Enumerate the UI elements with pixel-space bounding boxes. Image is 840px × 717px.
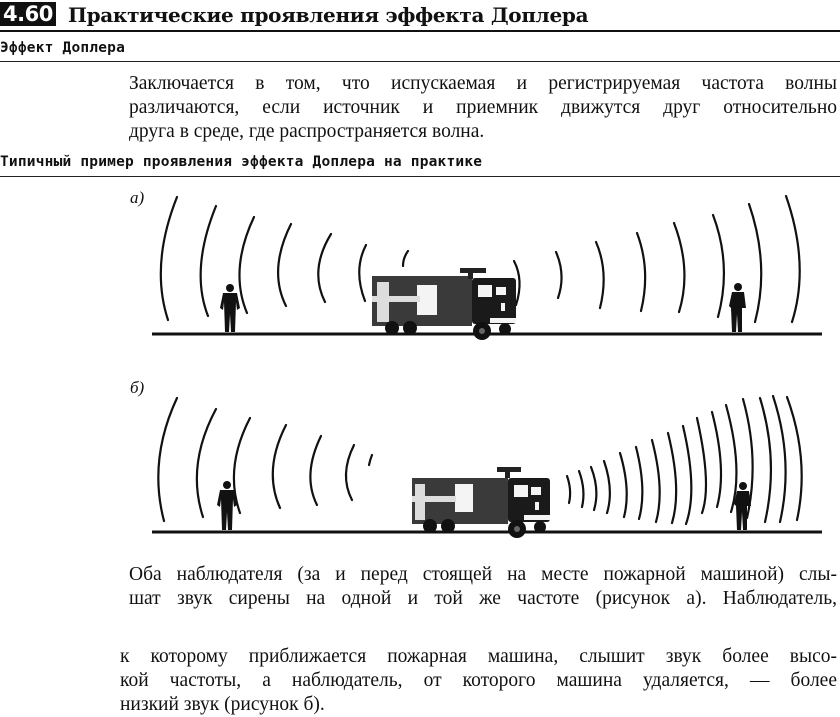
definition-line: Заключается в том, что испускаемая и рег… [129,73,837,94]
definition-line: друга в среде, где распространяется волн… [129,121,485,142]
example-divider [0,176,840,177]
observer-right-icon [729,283,746,332]
explanation-part1: Оба наблюдателя (за и перед стоящей на м… [129,563,837,611]
explanation-line: кой частоты, а наблюдатель, от которого … [120,670,837,691]
figure-b-label: б) [130,378,145,397]
explanation-line: шат звук сирены на одной и той же частот… [129,588,837,609]
sound-wave-icon [157,394,803,526]
definition-line: различаются, если источник и приемник дв… [129,97,837,118]
definition-heading: Эффект Доплера [0,40,126,56]
section-number-badge: 4.60 [0,2,56,26]
observer-right-icon [734,482,751,530]
sound-wave-icon [159,194,801,324]
title-divider [0,30,840,32]
explanation-line: низкий звук (рисунок б). [120,694,325,715]
example-heading: Типичный пример проявления эффекта Допле… [0,154,483,170]
fire-truck-icon [412,467,550,538]
explanation-line: Оба наблюдателя (за и перед стоящей на м… [129,564,837,585]
definition-divider [0,61,840,62]
observer-left-icon [217,481,237,530]
definition-text: Заключается в том, что испускаемая и рег… [129,72,837,144]
explanation-part2: к которому приближается пожарная машина,… [120,645,837,717]
figure-a-label: а) [130,188,145,207]
page-title: Практические проявления эффекта Доплера [68,3,589,27]
explanation-line: к которому приближается пожарная машина,… [120,646,837,667]
observer-left-icon [220,284,240,332]
fire-truck-icon [372,268,516,340]
